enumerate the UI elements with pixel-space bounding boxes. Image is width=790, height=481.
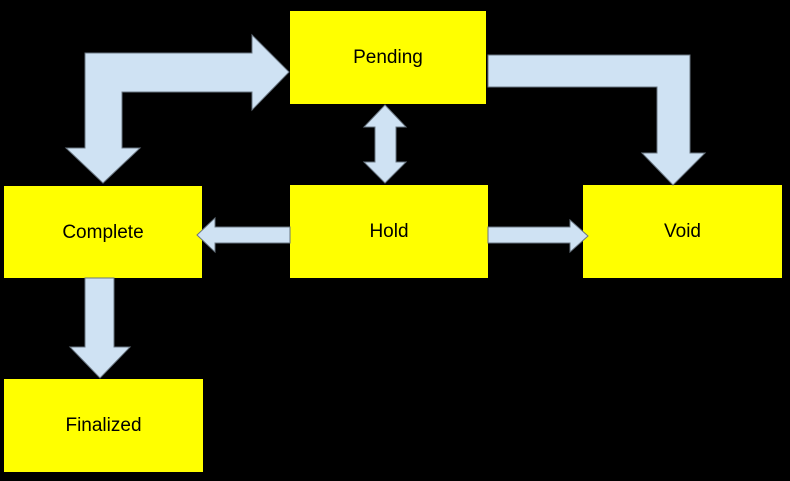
arrow-hold-void-icon	[487, 218, 589, 254]
node-void: Void	[583, 185, 782, 278]
node-finalized: Finalized	[4, 379, 203, 472]
node-pending-label: Pending	[353, 47, 423, 68]
arrow-hold-complete-icon	[196, 216, 291, 254]
arrow-complete-pending-bidirectional-icon	[64, 33, 290, 184]
arrow-pending-void-icon	[487, 54, 707, 186]
node-hold-label: Hold	[369, 221, 409, 242]
node-hold: Hold	[290, 185, 488, 278]
node-finalized-label: Finalized	[65, 415, 142, 436]
node-pending: Pending	[290, 11, 486, 104]
node-complete: Complete	[4, 186, 202, 278]
node-complete-label: Complete	[62, 221, 144, 243]
node-void-label: Void	[664, 221, 701, 242]
arrow-pending-hold-bidirectional-icon	[362, 104, 408, 184]
arrow-complete-finalized-icon	[68, 277, 132, 379]
